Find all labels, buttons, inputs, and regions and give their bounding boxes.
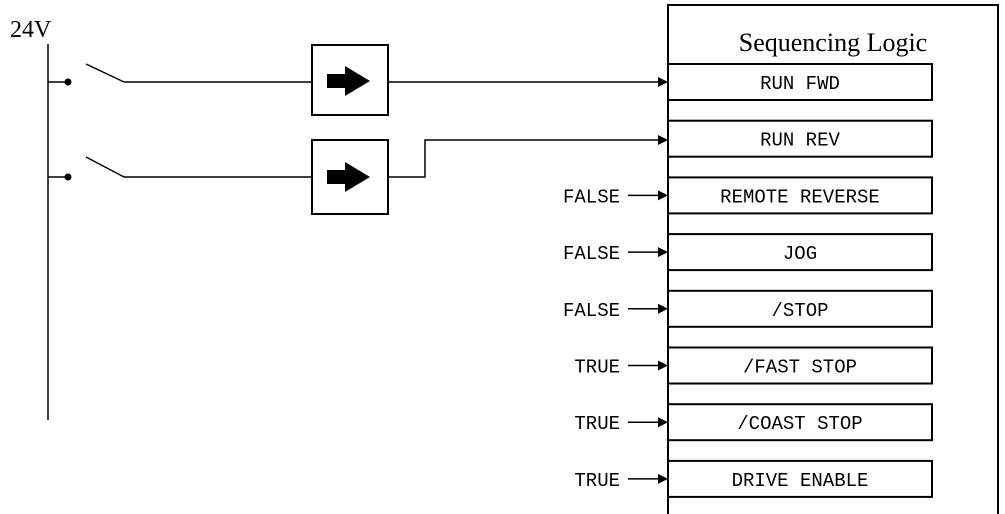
input-label-fast-stop: /FAST STOP — [743, 357, 857, 379]
run-rev-wire — [388, 139, 660, 178]
input-label-remote-reverse: REMOTE REVERSE — [720, 186, 880, 208]
input-arrowhead-remote-reverse — [658, 190, 668, 201]
input-box-remote-reverse — [667, 176, 933, 215]
input-box-drive-enable — [667, 459, 933, 498]
input-arrowhead-drive-enable — [658, 473, 668, 484]
input-value-remote-reverse: FALSE — [563, 186, 620, 208]
input-label-coast-stop: /COAST STOP — [737, 413, 862, 435]
input-box-stop — [667, 289, 933, 328]
input-arrowhead-stop — [658, 303, 668, 314]
input-arrowhead-coast-stop — [658, 417, 668, 428]
switch-1 — [48, 63, 125, 86]
input-box-coast-stop — [667, 403, 933, 442]
input-box-fast-stop — [667, 346, 933, 385]
input-label-drive-enable: DRIVE ENABLE — [732, 470, 869, 492]
buffer-2 — [311, 139, 389, 215]
input-rows: RUN FWD RUN REV REMOTE REVERSE FALSE JOG FALS… — [563, 63, 933, 498]
input-value-stop: FALSE — [563, 300, 620, 322]
run-fwd-arrowhead — [658, 77, 668, 87]
input-label-jog: JOG — [783, 243, 817, 265]
input-arrowhead-fast-stop — [658, 360, 668, 371]
input-label-stop: /STOP — [771, 300, 828, 322]
input-value-jog: FALSE — [563, 243, 620, 265]
input-label-run-fwd: RUN FWD — [760, 73, 840, 95]
input-value-coast-stop: TRUE — [574, 413, 620, 435]
input-label-run-rev: RUN REV — [760, 130, 840, 152]
input-box-run-fwd — [667, 63, 933, 101]
run-rev-arrowhead — [658, 135, 668, 145]
buffer-1 — [311, 44, 389, 116]
input-value-fast-stop: TRUE — [574, 357, 620, 379]
right-arrow-icon — [327, 162, 370, 192]
right-arrow-icon — [327, 66, 370, 96]
supply-label: 24V — [10, 17, 52, 43]
switch-2 — [48, 156, 125, 181]
input-value-drive-enable: TRUE — [574, 470, 620, 492]
input-arrowhead-jog — [658, 247, 668, 258]
block-title: Sequencing Logic — [739, 28, 927, 57]
input-box-run-rev — [667, 119, 933, 158]
